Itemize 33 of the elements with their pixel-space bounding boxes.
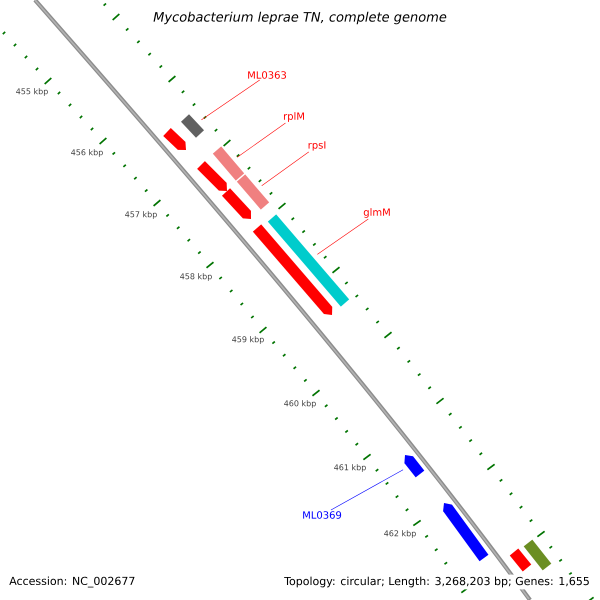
gene-feature bbox=[197, 161, 227, 191]
title: Mycobacterium leprae TN, complete genome bbox=[154, 12, 446, 24]
accession-text: Accession: NC_002677 bbox=[7, 574, 138, 590]
gene-box bbox=[524, 540, 552, 570]
tick-label: 457 kbp bbox=[125, 211, 157, 219]
leader-line bbox=[330, 469, 404, 510]
gene-feature bbox=[252, 224, 332, 315]
gene-label: ML0369 bbox=[303, 511, 342, 519]
gene-box bbox=[268, 214, 350, 307]
gene-box bbox=[510, 548, 532, 572]
leader-line bbox=[201, 80, 260, 120]
tick-label: 455 kbp bbox=[16, 88, 48, 96]
tick-label: 456 kbp bbox=[71, 149, 103, 157]
leader-line bbox=[236, 122, 286, 158]
tick-label: 459 kbp bbox=[232, 336, 264, 344]
gene-feature bbox=[404, 455, 424, 478]
gene-label: ML0363 bbox=[248, 71, 286, 79]
gene-feature bbox=[163, 128, 186, 150]
gene-label: rplM bbox=[284, 112, 304, 122]
tick-label: 460 kbp bbox=[284, 400, 316, 408]
leader-line bbox=[261, 152, 310, 186]
leader-line bbox=[317, 218, 369, 255]
gene-box bbox=[212, 146, 244, 181]
gene-feature bbox=[222, 188, 251, 219]
gene-box bbox=[181, 114, 204, 138]
gene-label: glmM bbox=[364, 208, 390, 218]
gene-feature bbox=[443, 503, 488, 562]
genome-info-text: Topology: circular; Length: 3,268,203 bp; Genes: 1,655 bbox=[282, 574, 592, 590]
gene-box bbox=[236, 174, 270, 210]
tick-label: 461 kbp bbox=[334, 464, 366, 472]
tick-label: 458 kbp bbox=[180, 273, 212, 281]
tick-label: 462 kbp bbox=[384, 530, 416, 538]
gene-label: rpsI bbox=[308, 141, 326, 151]
